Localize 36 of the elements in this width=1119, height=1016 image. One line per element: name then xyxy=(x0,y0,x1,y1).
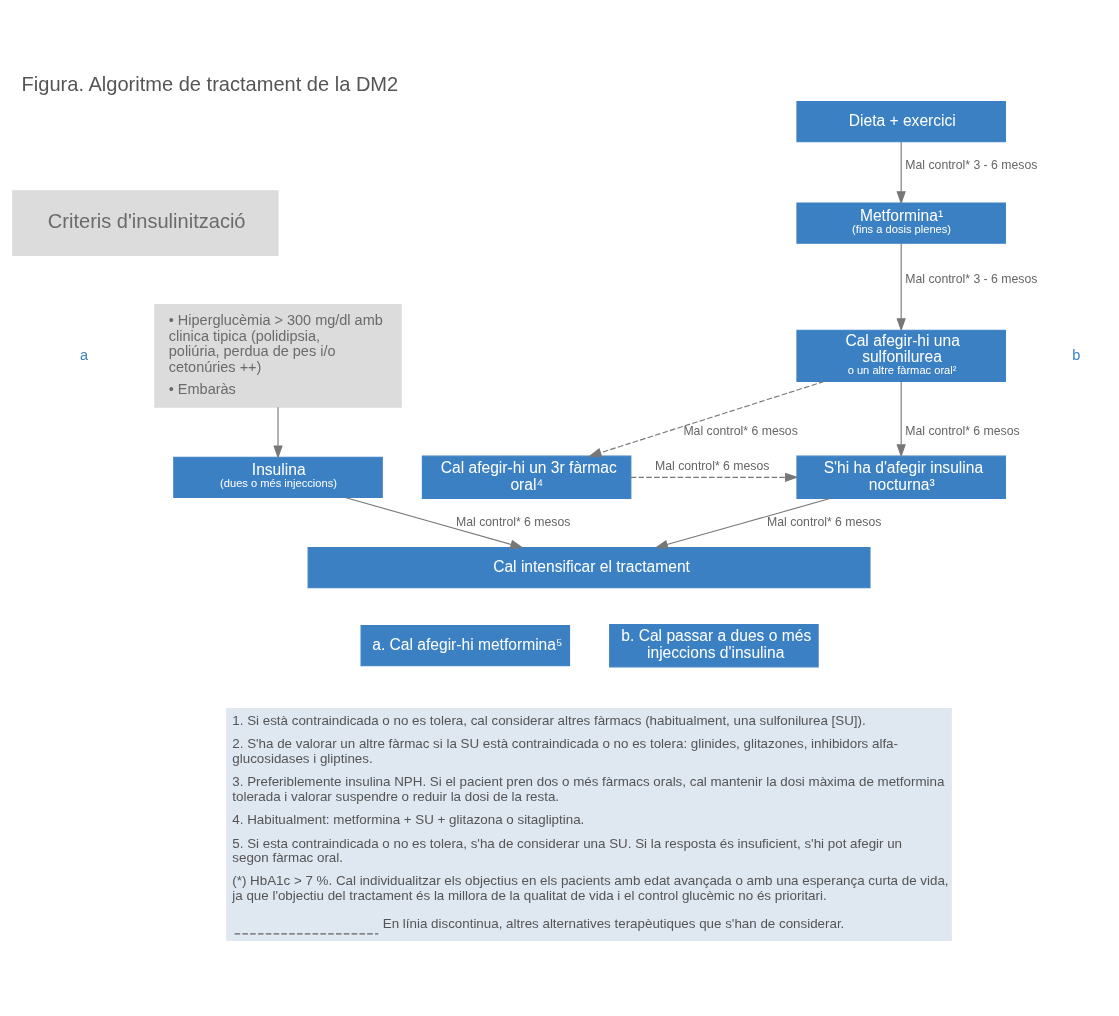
label: 4. Habitualment: metformina + SU + glitazona o sitagliptina. xyxy=(232,812,585,828)
label: b xyxy=(1072,346,1081,363)
edge-label: Mal control* 3 - 6 mesos xyxy=(905,158,1038,173)
arrow xyxy=(896,381,906,458)
arrow xyxy=(654,498,831,549)
edge-label: Mal control* 6 mesos xyxy=(654,459,770,474)
edge-label: Mal control* 3 - 6 mesos xyxy=(905,272,1038,287)
edge-label: Mal control* 6 mesos xyxy=(683,423,798,438)
node-box: Metformina¹ (fins a dosis plenes) xyxy=(796,202,1006,244)
node-box: Insulina (dues o més injeccions) xyxy=(173,456,383,498)
edge-label: Mal control* 6 mesos xyxy=(767,515,882,530)
label: a xyxy=(80,346,89,363)
label: 1. Si està contraindicada o no es tolera, cal considerar altres fàrmacs (habitualment, una sulfonilurea [SU]). xyxy=(232,712,866,728)
node-box: a. Cal afegir-hi metformina⁵ xyxy=(360,625,571,667)
label: 5. Si esta contraindicada o no es tolera, s'ha de considerar una SU. Si la resposta és insuficient, s'hi pot afegir un segon fàrmac oral. xyxy=(232,835,903,866)
node-box: b. Cal passar a dues o més injeccions d'insulina xyxy=(609,623,819,668)
node-box: Cal afegir-hi un 3r fàrmac oral⁴ xyxy=(421,455,632,500)
arrow xyxy=(588,380,825,458)
node-box: • Hiperglucèmia > 300 mg/dl amb clinica tipica (polidipsia, poliúria, perdua de pes i/o cetonúries ++) • Embaràs xyxy=(154,304,402,408)
arrow xyxy=(896,141,906,205)
label: 2. S'ha de valorar un altre fàrmac si la SU està contraindicada o no es tolera: glinides, glitazones, inhibidors alfa-glucosidases i gliptines. xyxy=(232,736,899,766)
edge-label: Mal control* 6 mesos xyxy=(456,515,571,530)
label: 3. Preferiblemente insulina NPH. Si el pacient pren dos o més fàrmacs orals, cal mantenir la dosi màxima de metformina tolerada i valorar suspendre o reduir la dosi de la resta. xyxy=(232,774,945,804)
arrow xyxy=(896,242,906,332)
arrow xyxy=(344,496,524,549)
node-box: Cal afegir-hi una sulfonilurea o un altre fàrmac oral² xyxy=(796,329,1006,383)
node-box: Criteris d'insulinització xyxy=(12,190,279,257)
label: (*) HbA1c > 7 %. Cal individualitzar els objectius en els pacients amb edat avançada o amb una esperança curta de vida, ja que l'objectiu del tractament és la millora de la qualitat de vida i el control glucèmic no és prioritari. xyxy=(232,873,949,903)
node-box: S'hi ha d'afegir insulina nocturna³ xyxy=(796,455,1006,500)
diagram-title: Figura. Algoritme de tractament de la DM2 xyxy=(21,72,399,95)
edge-label: Mal control* 6 mesos xyxy=(905,423,1020,438)
legend-label: En línia discontinua, altres alternatives terapèutiques que s'han de considerar. xyxy=(382,915,845,931)
arrow xyxy=(273,406,283,459)
node-box: Cal intensificar el tractament xyxy=(307,547,871,589)
node-box: Dieta + exercici xyxy=(796,101,1006,143)
arrow xyxy=(630,472,799,483)
